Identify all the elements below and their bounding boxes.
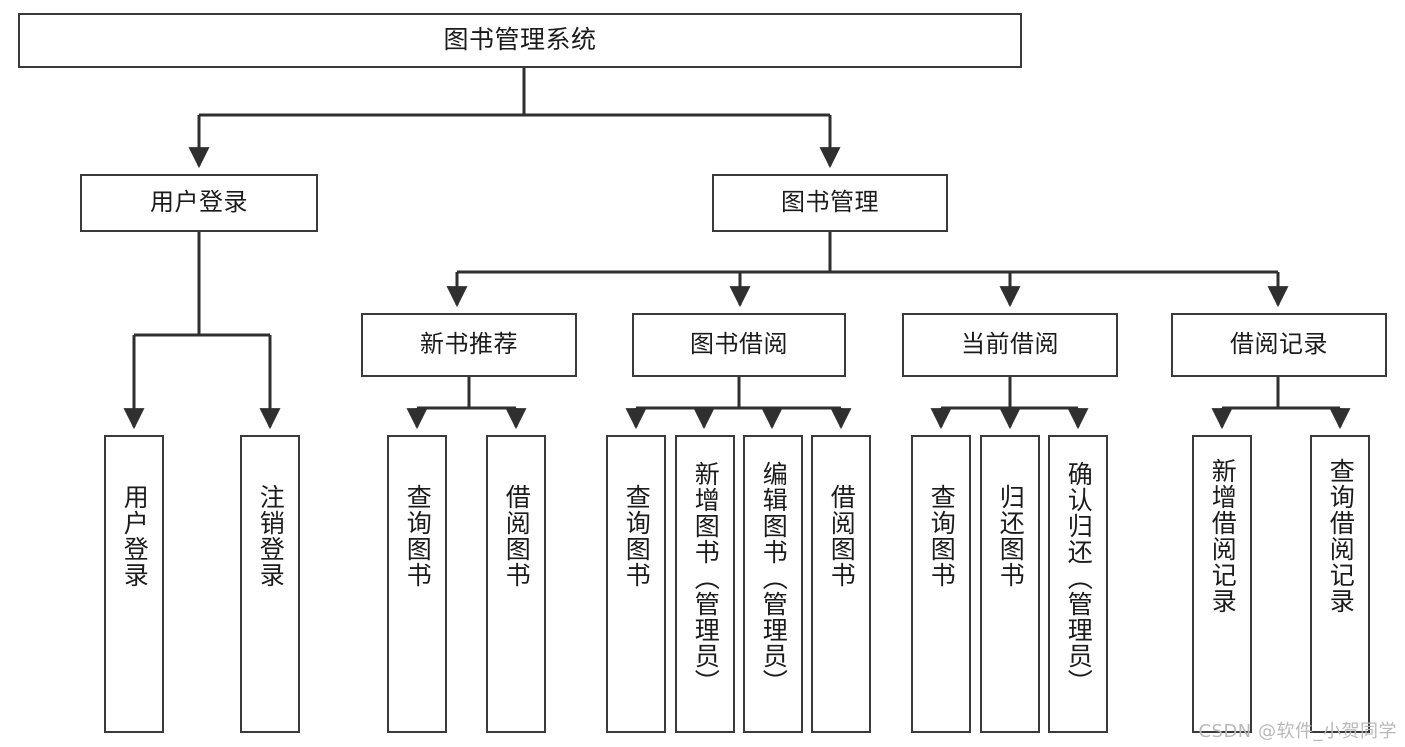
leaf-add-borrow-record[interactable]: 新增借阅记录 <box>1192 435 1252 733</box>
node-user-login[interactable]: 用户登录 <box>80 174 318 232</box>
node-current-borrow[interactable]: 当前借阅 <box>902 313 1118 377</box>
node-label: 用户登录 <box>120 484 150 588</box>
node-label: 查询图书 <box>403 484 433 588</box>
leaf-user-login[interactable]: 用户登录 <box>104 435 164 733</box>
node-label: 借阅图书 <box>502 484 532 588</box>
node-label: 归还图书 <box>996 484 1026 588</box>
node-label: 图书管理系统 <box>443 25 597 55</box>
node-label: 注销登录 <box>256 484 286 588</box>
leaf-edit-book-admin[interactable]: 编辑图书（管理员） <box>743 435 803 733</box>
leaf-return-book[interactable]: 归还图书 <box>980 435 1040 733</box>
node-root-system[interactable]: 图书管理系统 <box>18 13 1022 68</box>
leaf-query-borrow-record[interactable]: 查询借阅记录 <box>1310 435 1370 733</box>
node-label: 新增借阅记录 <box>1208 458 1238 614</box>
node-label: 借阅图书 <box>827 484 857 588</box>
node-label: 当前借阅 <box>961 330 1059 359</box>
leaf-query-book-borrow[interactable]: 查询图书 <box>606 435 666 733</box>
node-label: 用户登录 <box>150 188 248 217</box>
node-label: 图书借阅 <box>690 330 788 359</box>
node-label: 新书推荐 <box>420 330 518 359</box>
leaf-confirm-return-admin[interactable]: 确认归还（管理员） <box>1048 435 1108 733</box>
leaf-borrow-book[interactable]: 借阅图书 <box>811 435 871 733</box>
node-label: 查询图书 <box>622 484 652 588</box>
node-label: 查询图书 <box>927 484 957 588</box>
leaf-query-book-current[interactable]: 查询图书 <box>911 435 971 733</box>
node-label: 查询借阅记录 <box>1326 458 1356 614</box>
node-borrow-record[interactable]: 借阅记录 <box>1171 313 1387 377</box>
node-label: 确认归还（管理员） <box>1064 461 1094 695</box>
node-new-book-recommend[interactable]: 新书推荐 <box>361 313 577 377</box>
node-book-borrow[interactable]: 图书借阅 <box>632 313 846 377</box>
node-book-management[interactable]: 图书管理 <box>712 174 948 232</box>
node-label: 借阅记录 <box>1230 330 1328 359</box>
leaf-borrow-book-recommend[interactable]: 借阅图书 <box>486 435 546 733</box>
node-label: 图书管理 <box>781 188 879 217</box>
leaf-logout[interactable]: 注销登录 <box>240 435 300 733</box>
leaf-query-book-recommend[interactable]: 查询图书 <box>387 435 447 733</box>
node-label: 新增图书（管理员） <box>691 461 721 695</box>
leaf-add-book-admin[interactable]: 新增图书（管理员） <box>675 435 735 733</box>
watermark: CSDN @软件_小贺同学 <box>1198 721 1397 742</box>
node-label: 编辑图书（管理员） <box>759 461 789 695</box>
